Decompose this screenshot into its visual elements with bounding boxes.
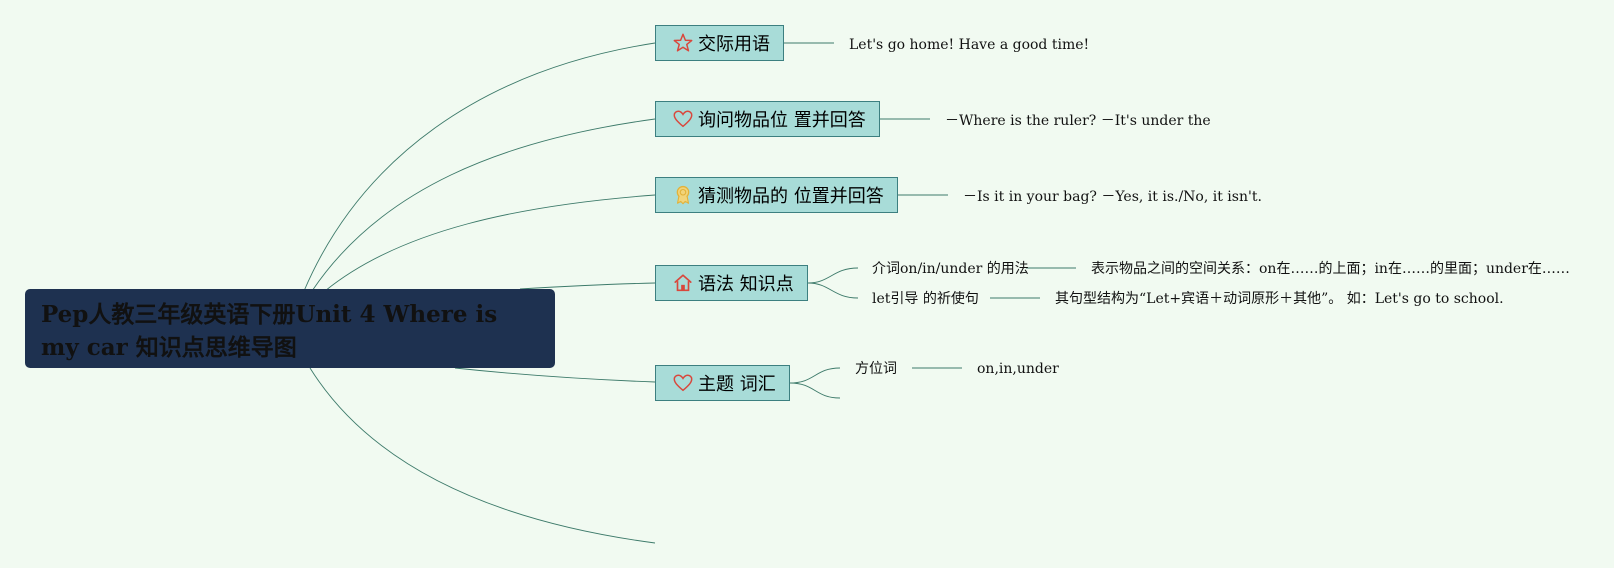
connector-root-empty (309, 367, 656, 544)
connector-root-topic-4 (519, 282, 656, 290)
sub-position-words[interactable]: 方位词 (855, 361, 897, 377)
topic-label: 询问物品位 置并回答 (698, 110, 866, 131)
detail-let-imperative[interactable]: 其句型结构为“Let+宾语＋动词原形＋其他”。 如：Let's go to sc… (1055, 291, 1504, 307)
topic-grammar[interactable]: 语法 知识点 (655, 265, 808, 301)
leaf-guess-position[interactable]: －Is it in your bag? －Yes, it is./No, it … (963, 189, 1262, 205)
topic-communication[interactable]: 交际用语 (655, 25, 784, 61)
heart-icon (672, 108, 694, 130)
topic-label: 主题 词汇 (698, 374, 776, 395)
connector-root-topic-1 (303, 42, 656, 292)
detail-position-words[interactable]: on,in,under (977, 361, 1059, 377)
topic-label: 交际用语 (698, 34, 770, 55)
connector-vocab-sub-2 (789, 382, 841, 399)
topic-label: 猜测物品的 位置并回答 (698, 186, 884, 207)
award-medal-icon (672, 184, 694, 206)
sub-prepositions[interactable]: 介词on/in/under 的用法 (872, 261, 1029, 277)
topic-guess-position[interactable]: 猜测物品的 位置并回答 (655, 177, 898, 213)
connector-grammar-sub-2 (807, 282, 859, 299)
detail-prepositions[interactable]: 表示物品之间的空间关系：on在……的上面；in在……的里面；under在…… (1091, 261, 1570, 277)
topic-vocabulary[interactable]: 主题 词汇 (655, 365, 790, 401)
connector-root-topic-2 (311, 118, 656, 292)
sub-let-imperative[interactable]: let引导 的祈使句 (872, 291, 979, 307)
heart-icon (672, 372, 694, 394)
topic-ask-position[interactable]: 询问物品位 置并回答 (655, 101, 880, 137)
connector-root-topic-5 (454, 367, 656, 383)
leaf-ask-position[interactable]: －Where is the ruler? －It's under the (945, 113, 1211, 129)
home-icon (672, 272, 694, 294)
connector-grammar-sub-1 (807, 267, 859, 284)
leaf-communication[interactable]: Let's go home! Have a good time! (849, 37, 1090, 53)
connector-vocab-sub-1 (789, 367, 841, 384)
connector-root-topic-3 (324, 194, 656, 292)
root-title: Pep人教三年级英语下册Unit 4 Where is my car 知识点思维… (41, 301, 498, 361)
topic-label: 语法 知识点 (698, 274, 794, 295)
root-topic[interactable]: Pep人教三年级英语下册Unit 4 Where is my car 知识点思维… (25, 289, 555, 368)
star-icon (672, 32, 694, 54)
